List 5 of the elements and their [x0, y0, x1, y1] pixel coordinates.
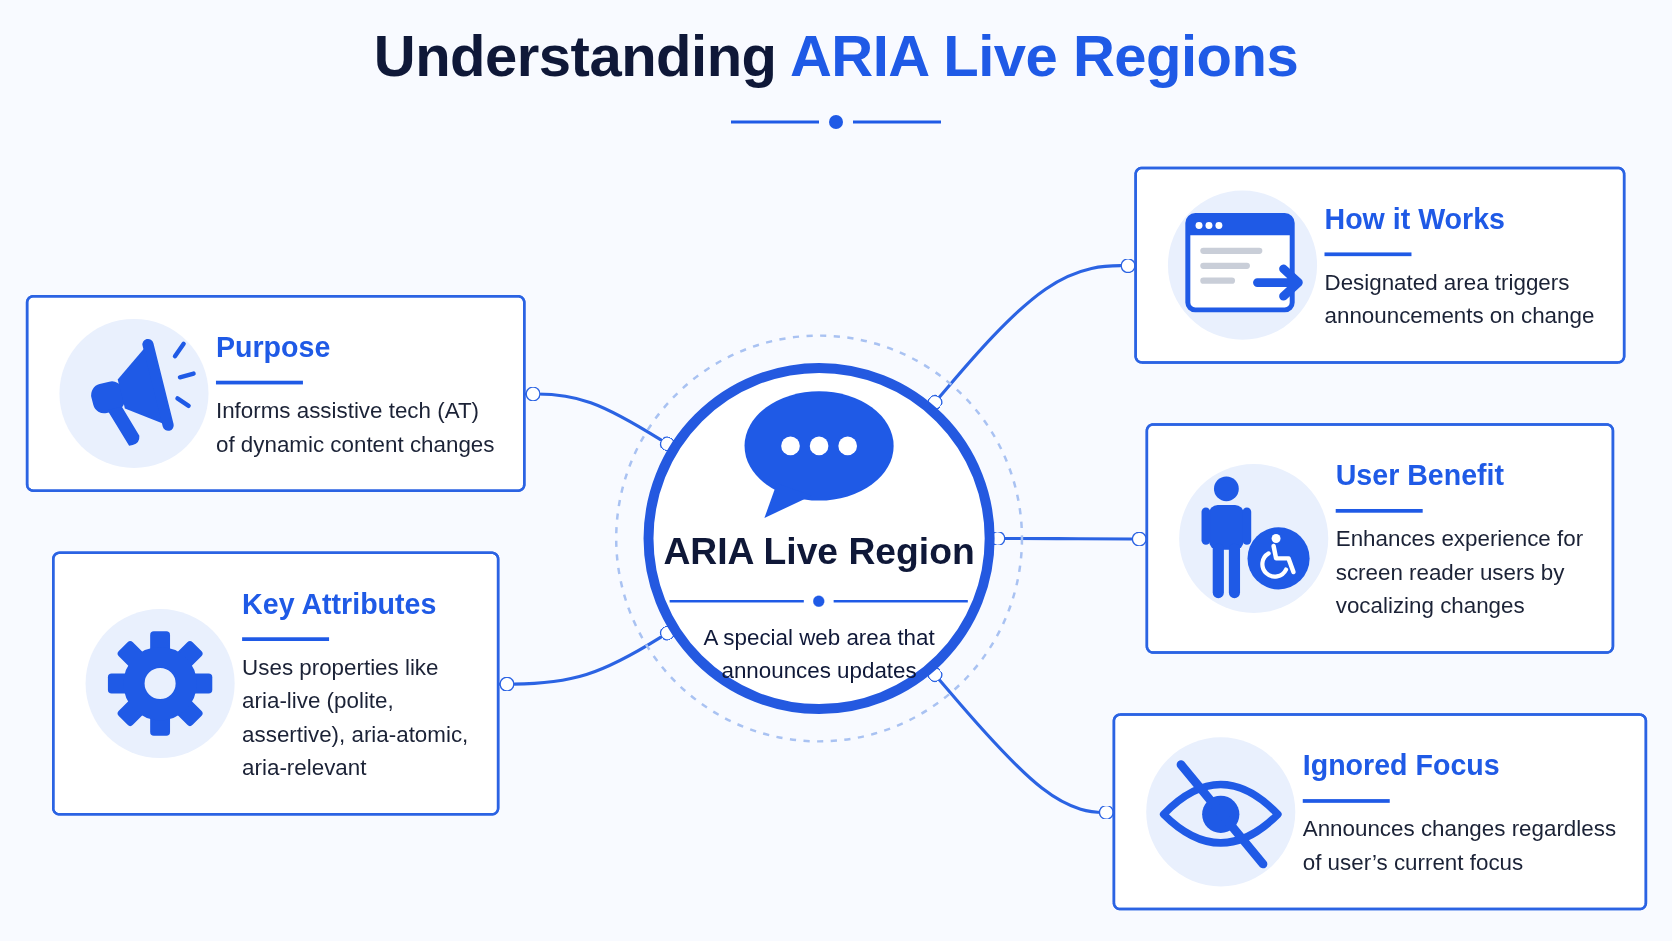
connector [524, 385, 675, 451]
node-circle: ARIA Live Region A special web area that announces updates [643, 362, 995, 714]
title: Understanding ARIA Live Regions [373, 22, 1299, 89]
connector [926, 257, 1136, 410]
connector [498, 625, 675, 692]
